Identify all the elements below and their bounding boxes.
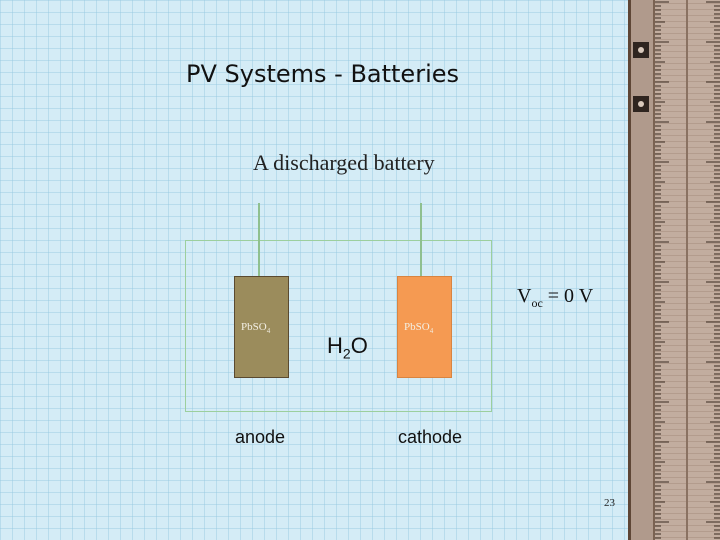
battery-container — [185, 240, 492, 412]
voltage-subscript: oc — [531, 296, 543, 310]
anode-material-sub: 4 — [266, 327, 271, 336]
anode-wire — [258, 203, 260, 277]
ruler-graphic — [628, 0, 720, 540]
electrolyte-label: H2O — [327, 333, 368, 361]
slide-title: PV Systems - Batteries — [186, 60, 459, 88]
anode-material-main: PbSO — [241, 321, 267, 333]
cathode-electrode: PbSO4 — [397, 276, 452, 378]
anode-label: anode — [235, 427, 286, 447]
page-number: 23 — [604, 497, 615, 509]
electrolyte-tail: O — [350, 333, 368, 358]
anode-electrode: PbSO4 — [234, 276, 289, 378]
cathode-wire — [420, 203, 422, 277]
slide-subtitle: A discharged battery — [253, 150, 435, 175]
voltage-symbol: V — [517, 285, 532, 307]
decorative-ruler — [628, 0, 720, 540]
anode-material-label: PbSO4 — [241, 321, 270, 335]
cathode-material-main: PbSO — [404, 321, 430, 333]
electrolyte-main: H — [327, 333, 343, 358]
cathode-label: cathode — [398, 427, 463, 447]
voltage-label: Voc = 0 V — [517, 285, 593, 311]
cathode-material-label: PbSO4 — [404, 321, 433, 335]
voltage-value: = 0 V — [542, 285, 594, 307]
cathode-material-sub: 4 — [429, 327, 434, 336]
electrolyte-sub: 2 — [342, 345, 351, 362]
